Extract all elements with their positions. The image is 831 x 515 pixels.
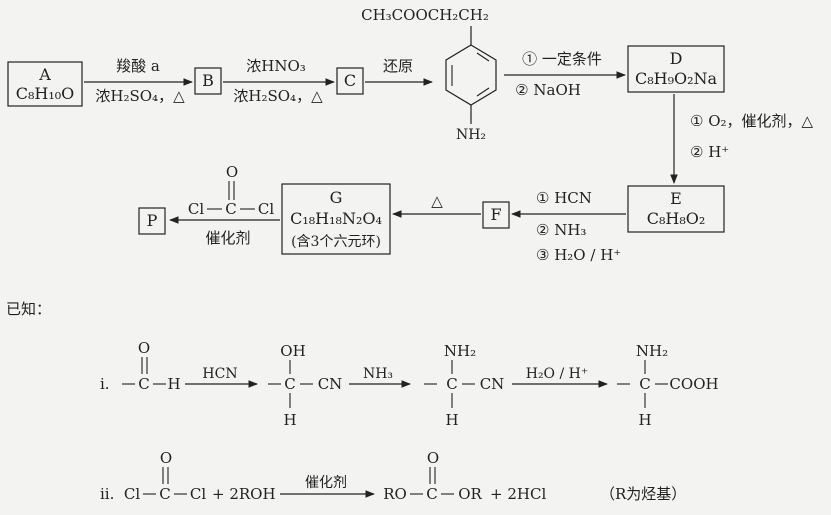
reagent-a-to-b-bottom: 浓H₂SO₄，△ [95,87,185,105]
reagent-b-to-c-top: 浓HNO₃ [246,57,306,75]
rii-hcl: + 2HCl [490,485,546,503]
reaction-ii-label: ii. [100,485,114,503]
benzene-double-bond-2 [476,87,490,97]
reagent-d-to-e-2: ② H⁺ [690,143,729,161]
ri-int2-nh2: NH₂ [444,342,476,360]
rii-carbon: C [159,485,170,503]
reagent-ring-to-d-2: ② NaOH [515,81,581,99]
ri-int2-c: C [446,375,457,393]
reagent-g-to-p: 催化剂 [205,229,250,247]
compound-c-letter: C [344,71,356,90]
reagent-d-to-e-1: ① O₂，催化剂，△ [690,112,814,130]
rii-note: （R为烃基） [600,485,686,503]
ri-int1-oh: OH [280,342,305,360]
compound-e-formula: C₈H₈O₂ [647,209,706,228]
rii-cl-right: Cl [190,485,206,503]
ri-reactant-o: O [138,339,150,357]
rii-cl-left: Cl [124,485,140,503]
ri-reactant-c: C [138,375,149,393]
ring-substituent-top: CH₃COOCH₂CH₂ [361,6,489,24]
benzene-ring [445,44,497,106]
ri-prod-nh2: NH₂ [636,342,668,360]
reagent-e-to-f-1: ① HCN [536,189,592,207]
ri-reactant-h: H [167,375,180,393]
compound-a-box [7,61,83,107]
compound-g-box [281,183,391,255]
compound-d-box [627,45,725,93]
ri-prod-c: C [639,375,650,393]
benzene-double-bond-1 [476,52,490,62]
compound-a-letter: A [38,65,51,84]
rii-prod-c: C [426,485,437,503]
compound-f-letter: F [490,205,501,224]
reagent-e-to-f-2: ② NH₃ [536,221,586,239]
ri-step1: HCN [202,366,237,382]
compound-f-box [482,201,510,229]
rii-or: OR [458,485,482,503]
ring-substituent-bottom: NH₂ [456,127,486,143]
ri-int2-cn: CN [480,375,505,393]
phosgene-cl-left: Cl [188,200,204,218]
compound-d-letter: D [670,49,683,68]
compound-d-formula: C₈H₉O₂Na [635,69,718,88]
reagent-a-to-b-top: 羧酸 a [116,57,160,75]
compound-b-letter: B [202,71,214,90]
compound-b-box [194,67,222,95]
ri-int2-h: H [445,411,458,429]
known-header: 已知： [6,300,51,318]
compound-g-letter: G [330,188,343,207]
compound-g-formula: C₁₈H₁₈N₂O₄ [290,209,382,228]
phosgene-carbon: C [225,200,236,218]
reagent-b-to-c-bottom: 浓H₂SO₄，△ [233,87,323,105]
ri-prod-cooh: COOH [669,375,718,393]
reagent-e-to-f-3: ③ H₂O / H⁺ [536,246,621,264]
rii-catalyst: 催化剂 [305,475,347,491]
compound-a-formula: C₈H₁₀O [16,84,75,103]
rii-ro: RO [383,485,407,503]
rii-prod-o: O [427,449,439,467]
reaction-i-label: i. [100,375,110,393]
compound-e-box [627,185,725,233]
rii-reactant2: + 2ROH [212,485,276,503]
reagent-c-to-ring: 还原 [383,57,413,75]
reagent-f-to-g: △ [431,192,443,210]
compound-g-note: (含3个六元环) [291,234,381,250]
ri-step2: NH₃ [363,366,393,382]
ri-int1-cn: CN [318,375,343,393]
compound-e-letter: E [670,189,682,208]
phosgene-cl-right: Cl [258,200,274,218]
compound-p-letter: P [147,211,158,230]
phosgene-oxygen: O [226,163,238,181]
reagent-ring-to-d-1: ① 一定条件 [522,50,602,68]
ri-prod-h: H [638,411,651,429]
compound-p-box [138,207,166,235]
ri-int1-h: H [283,411,296,429]
compound-c-box [336,67,364,95]
ri-step3: H₂O / H⁺ [526,366,589,382]
rii-oxygen: O [160,449,172,467]
ri-int1-c: C [284,375,295,393]
